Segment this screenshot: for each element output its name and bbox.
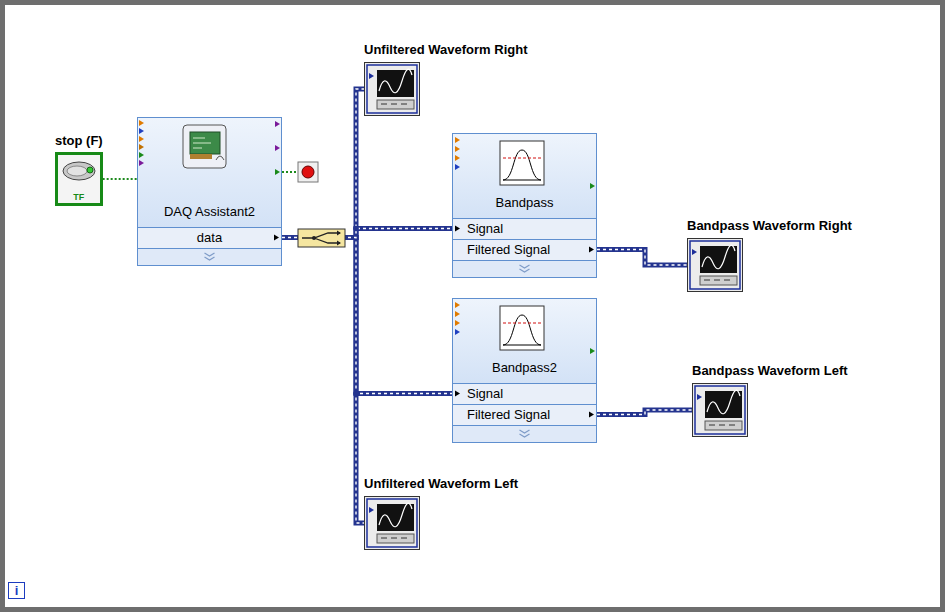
stop-indicator [298, 162, 318, 182]
expand-chevron [520, 265, 530, 272]
wire-center [282, 238, 364, 524]
waveform-graph-icon [693, 384, 748, 437]
waveform-graph-terminal: Bandpass Waveform Left [692, 363, 848, 437]
wire-center [597, 250, 687, 266]
node-title: Bandpass [496, 195, 554, 211]
terminal-name: Signal [467, 386, 503, 402]
dynamic-data-wire [597, 250, 687, 266]
indicator-label: Unfiltered Waveform Left [364, 476, 518, 492]
expand-chevron [520, 430, 530, 437]
split-signals [298, 229, 345, 247]
indicator-label: Bandpass Waveform Right [687, 218, 852, 234]
dynamic-data-wire [282, 238, 452, 394]
waveform-graph-icon [688, 239, 743, 292]
waveform-graph-terminal: Unfiltered Waveform Right [364, 42, 527, 116]
terminal-name: Filtered Signal [467, 242, 550, 258]
terminal-name: Filtered Signal [467, 407, 550, 423]
terminal-markers [139, 120, 595, 418]
indicator-label: Bandpass Waveform Left [692, 363, 848, 379]
waveform-graph-icon [365, 63, 420, 116]
node-title: DAQ Assistant2 [164, 204, 255, 220]
wire-center [597, 410, 692, 415]
waveform-graph-terminal: Unfiltered Waveform Left [364, 476, 518, 550]
waveform-graph-icon [365, 497, 420, 550]
terminal-row: data [138, 227, 281, 248]
stop-button-icon [63, 162, 95, 180]
wire-stroke [597, 410, 692, 415]
wire-center [282, 238, 452, 394]
while-loop-border [3, 3, 943, 610]
control-label: stop (F) [55, 133, 103, 149]
expand-chevron [205, 253, 215, 260]
terminal-name: data [197, 230, 222, 246]
wire-junction [353, 226, 359, 232]
express-vi: DAQ Assistant2 data [137, 117, 282, 266]
indicator-label: Unfiltered Waveform Right [364, 42, 527, 58]
wire-stroke [597, 250, 687, 266]
terminal-row: Signal [453, 218, 596, 239]
terminal-row: Filtered Signal [453, 404, 596, 425]
wire-stroke [282, 238, 452, 394]
expand-strip [453, 425, 596, 442]
wire-stroke [282, 89, 364, 238]
control-terminal: TF [55, 152, 103, 206]
expand-strip [453, 260, 596, 277]
data-type-label: TF [73, 192, 84, 202]
boolean-control-terminal: stop (F) TF [55, 133, 103, 206]
graph-icon-area [364, 492, 518, 550]
expand-strip [138, 248, 281, 265]
boolean-wire [103, 179, 137, 180]
graph-icon-area [364, 58, 527, 116]
filter-icon [500, 306, 544, 350]
iteration-terminal: i [8, 582, 25, 599]
wire-stroke [103, 178, 137, 180]
dynamic-data-wire [282, 238, 364, 524]
express-vi: Bandpass2SignalFiltered Signal [452, 298, 597, 443]
terminal-row: Filtered Signal [453, 239, 596, 260]
dynamic-data-wire [597, 410, 692, 415]
filter-icon [500, 141, 544, 185]
graph-icon-area [692, 379, 848, 437]
waveform-graph-terminal: Bandpass Waveform Right [687, 218, 852, 292]
node-title: Bandpass2 [492, 360, 557, 376]
graph-icon-area [687, 234, 852, 292]
iteration-label: i [15, 583, 19, 598]
dynamic-data-wire [282, 89, 364, 238]
node-header: DAQ Assistant2 [138, 118, 281, 227]
node-header: Bandpass [453, 134, 596, 218]
wire-junction [353, 391, 359, 397]
daq-icon [183, 125, 226, 168]
express-vi: BandpassSignalFiltered Signal [452, 133, 597, 278]
terminal-name: Signal [467, 221, 503, 237]
boolean-wire [282, 171, 298, 173]
node-header: Bandpass2 [453, 299, 596, 383]
wire-stroke [282, 238, 364, 524]
wire-center [282, 89, 364, 238]
terminal-row: Signal [453, 383, 596, 404]
